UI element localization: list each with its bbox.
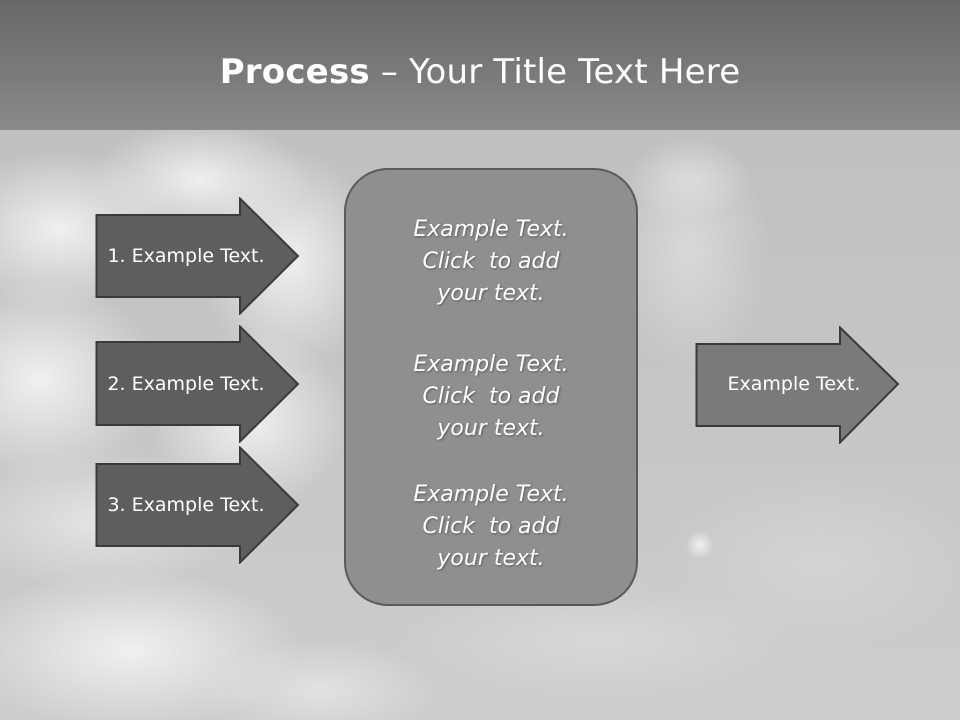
center-item-1-line3: your text. [437,281,545,306]
center-item-3-line3: your text. [437,546,545,571]
center-item-2-line2: Click to add [422,384,560,409]
center-item-1-line2: Click to add [422,249,560,274]
center-text-box[interactable]: Example Text. Click to add your text. Ex… [344,168,638,606]
center-item-3: Example Text. Click to add your text. [346,479,636,575]
arrow-shape-icon [695,326,900,444]
arrow-shape-icon [95,197,300,315]
left-arrow-3[interactable]: 3. Example Text. [95,446,301,564]
title-rest: – Your Title Text Here [369,52,741,92]
title-bold: Process [219,52,370,92]
arrow-shape-icon [95,446,300,564]
center-item-2-line3: your text. [437,416,545,441]
center-item-1-line1: Example Text. [413,217,569,242]
center-item-2: Example Text. Click to add your text. [346,349,636,445]
arrow-shape-icon [95,325,300,443]
center-item-3-line2: Click to add [422,514,560,539]
page-title: Process – Your Title Text Here [0,52,960,92]
center-item-2-line1: Example Text. [413,352,569,377]
right-arrow-label: Example Text. [727,373,861,395]
title-band [0,0,960,130]
left-arrow-1[interactable]: 1. Example Text. [95,197,301,315]
left-arrow-1-label: 1. Example Text. [107,245,265,267]
right-arrow[interactable]: Example Text. [695,326,901,444]
center-item-3-line1: Example Text. [413,482,569,507]
center-item-1: Example Text. Click to add your text. [346,214,636,310]
left-arrow-3-label: 3. Example Text. [107,494,265,516]
left-arrow-2-label: 2. Example Text. [107,373,265,395]
left-arrow-2[interactable]: 2. Example Text. [95,325,301,443]
